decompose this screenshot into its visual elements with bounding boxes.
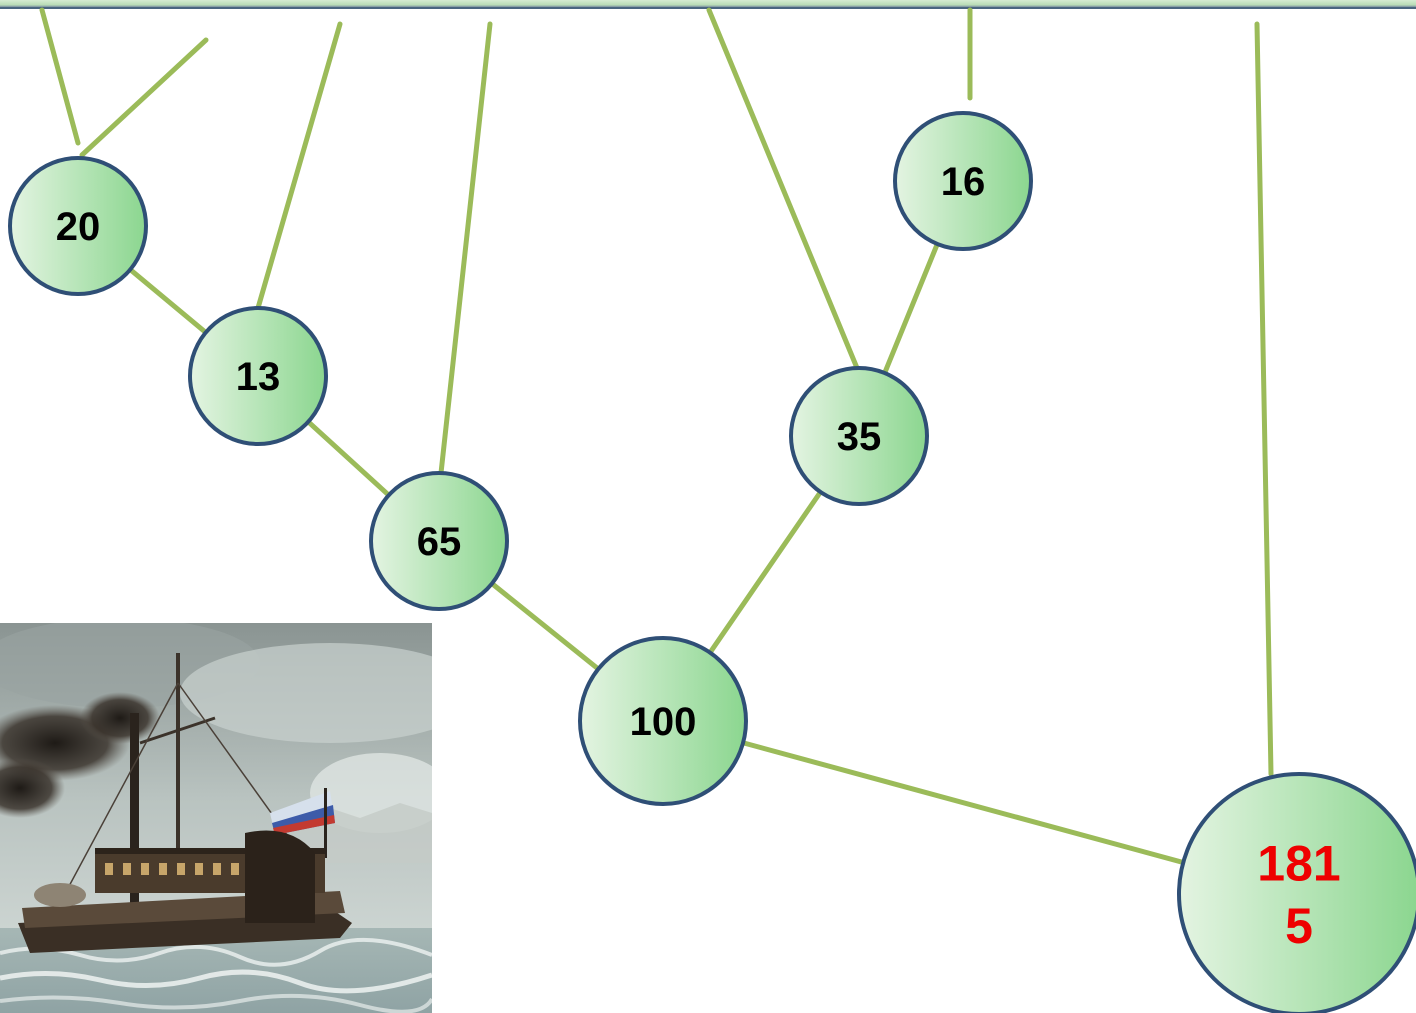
top-connector-line [706, 7, 860, 371]
top-connector-line [79, 37, 209, 158]
node-circle [8, 156, 148, 296]
steamboat-painting [0, 623, 432, 1013]
node-label: 65 [417, 520, 462, 564]
node-label: 20 [56, 205, 101, 249]
node-label: 16 [941, 160, 986, 204]
node-circle [578, 636, 748, 806]
node-circle [188, 306, 328, 446]
node-circle [369, 471, 509, 611]
node-n35: 35 [789, 366, 929, 506]
top-connector-line [39, 7, 81, 146]
node-n20: 20 [8, 156, 148, 296]
node-n100: 100 [578, 636, 748, 806]
top-connector-line [438, 21, 493, 476]
node-circle [789, 366, 929, 506]
node-n65: 65 [369, 471, 509, 611]
node-label: 13 [236, 355, 281, 399]
node-n13: 13 [188, 306, 328, 446]
node-label: 35 [837, 415, 882, 459]
node-label: 5 [1285, 898, 1313, 954]
top-connector-line [1254, 21, 1274, 777]
node-label: 100 [630, 700, 697, 744]
node-circle [1177, 772, 1416, 1013]
top-connector-line [255, 21, 343, 311]
node-circle [893, 111, 1033, 251]
node-label: 181 [1257, 835, 1340, 891]
node-n16: 16 [893, 111, 1033, 251]
